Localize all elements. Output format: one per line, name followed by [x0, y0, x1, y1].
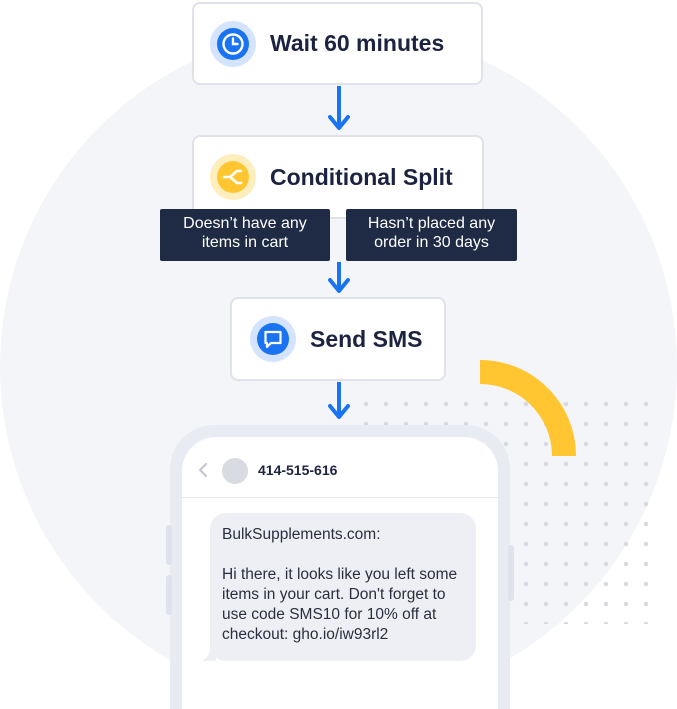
avatar [222, 458, 248, 484]
conditional-split-label: Conditional Split [270, 163, 453, 190]
condition-tag-no-cart-items: Doesn’t have any items in cart [160, 209, 330, 261]
phone-side-button [166, 575, 172, 615]
conversation-header: 414-515-616 [182, 437, 498, 498]
conditional-split-node[interactable]: Conditional Split [192, 135, 484, 219]
bubble-tail [202, 647, 216, 661]
phone-side-button [508, 545, 514, 601]
arrow-down-icon [328, 86, 350, 130]
wait-step-node[interactable]: Wait 60 minutes [192, 2, 483, 85]
phone-side-button [166, 525, 172, 565]
message-body: Hi there, it looks like you left some it… [222, 566, 458, 643]
arrow-down-icon [328, 382, 350, 419]
yellow-arc-decoration [480, 360, 576, 456]
send-sms-label: Send SMS [310, 325, 423, 352]
message-sender: BulkSupplements.com: [222, 526, 381, 543]
sms-message-bubble: BulkSupplements.com: Hi there, it looks … [202, 513, 476, 661]
phone-screen: 414-515-616 BulkSupplements.com: Hi ther… [182, 437, 498, 709]
chevron-left-icon[interactable] [198, 462, 208, 478]
wait-step-label: Wait 60 minutes [270, 30, 445, 56]
condition-tag-no-order: Hasn’t placed any order in 30 days [346, 209, 517, 261]
clock-icon [210, 20, 256, 67]
chat-bubble-icon [250, 316, 296, 362]
contact-phone-number: 414-515-616 [258, 462, 338, 478]
send-sms-node[interactable]: Send SMS [230, 297, 446, 381]
split-icon [210, 154, 256, 200]
arrow-down-icon [328, 262, 350, 293]
